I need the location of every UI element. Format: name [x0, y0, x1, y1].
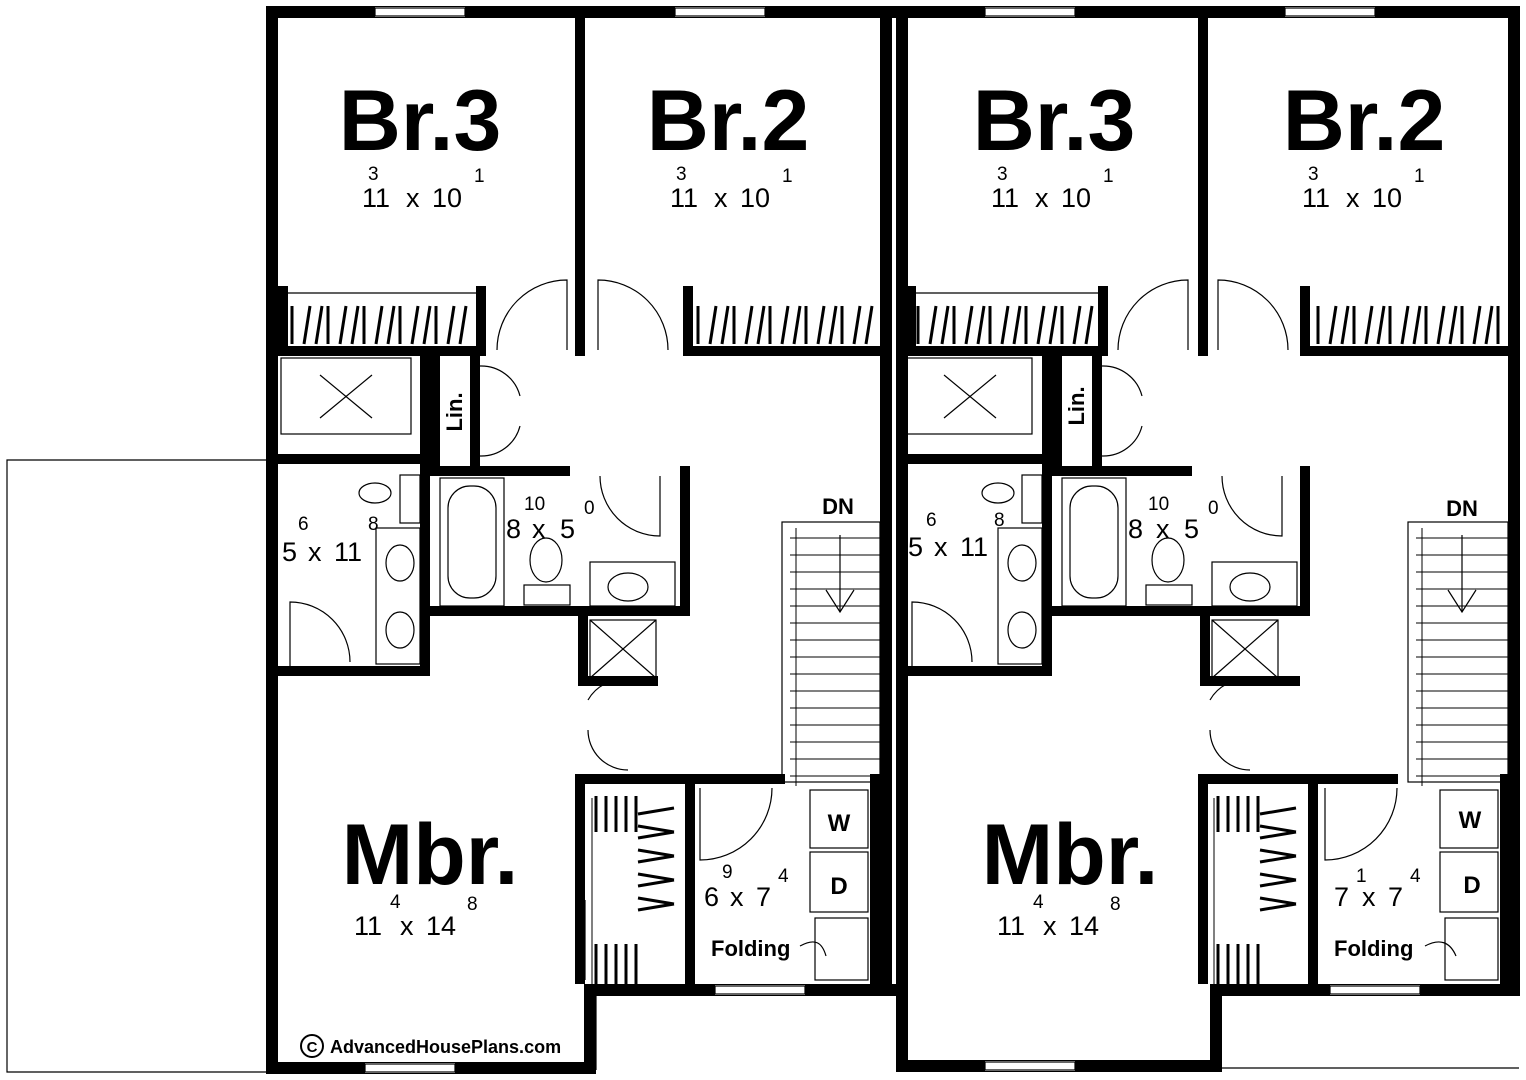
- svg-text:1: 1: [782, 166, 793, 187]
- svg-text:x: x: [1043, 911, 1057, 941]
- svg-text:5: 5: [908, 532, 923, 562]
- dim-bath1: 5 6 x 11 8: [908, 510, 1005, 562]
- svg-text:0: 0: [1208, 498, 1219, 519]
- svg-text:7: 7: [1334, 882, 1349, 912]
- dim-br2: 11 3 x 10 1: [670, 164, 793, 213]
- svg-text:1: 1: [1356, 866, 1367, 887]
- svg-text:10: 10: [740, 183, 770, 213]
- dryer-label: D: [830, 873, 847, 900]
- svg-text:10: 10: [432, 183, 462, 213]
- room-label-mbr: Mbr.: [982, 807, 1159, 903]
- svg-text:11: 11: [997, 911, 1025, 941]
- svg-text:11: 11: [991, 183, 1019, 213]
- unit-right: [896, 6, 1520, 1072]
- svg-text:11: 11: [960, 532, 988, 562]
- stairs-down-label: DN: [822, 494, 854, 519]
- dryer-label: D: [1463, 872, 1480, 899]
- porch-outline: [595, 996, 1519, 1070]
- exterior-wall: [584, 984, 596, 1074]
- svg-text:x: x: [1362, 882, 1376, 912]
- svg-text:11: 11: [354, 911, 382, 941]
- svg-text:5: 5: [560, 514, 575, 544]
- washer-label: W: [828, 810, 851, 837]
- svg-text:8: 8: [994, 510, 1005, 531]
- svg-text:10: 10: [1148, 494, 1169, 515]
- folding-label: Folding: [1334, 936, 1413, 961]
- stairs-down-label: DN: [1446, 496, 1478, 521]
- svg-text:11: 11: [362, 183, 390, 213]
- svg-text:1: 1: [1103, 166, 1114, 187]
- svg-text:3: 3: [368, 164, 379, 185]
- svg-text:3: 3: [676, 164, 687, 185]
- room-label-br2: Br.2: [1283, 73, 1446, 169]
- svg-text:x: x: [1035, 183, 1049, 213]
- room-label-br3: Br.3: [973, 73, 1136, 169]
- copyright-notice: C AdvancedHousePlans.com: [300, 1034, 561, 1058]
- room-label-mbr: Mbr.: [342, 807, 519, 903]
- dim-br3: 11 3 x 10 1: [362, 164, 485, 213]
- svg-text:0: 0: [584, 498, 595, 519]
- dim-mbr: 11 4 x 14 8: [997, 892, 1121, 941]
- svg-text:x: x: [532, 514, 546, 544]
- svg-text:4: 4: [778, 866, 789, 887]
- svg-text:1: 1: [1414, 166, 1425, 187]
- svg-text:8: 8: [1110, 894, 1121, 915]
- svg-text:10: 10: [1061, 183, 1091, 213]
- svg-text:8: 8: [1128, 514, 1143, 544]
- folding-label: Folding: [711, 936, 790, 961]
- svg-text:3: 3: [997, 164, 1008, 185]
- copyright-symbol: C: [307, 1039, 318, 1056]
- svg-text:8: 8: [467, 894, 478, 915]
- svg-text:3: 3: [1308, 164, 1319, 185]
- svg-text:x: x: [406, 183, 420, 213]
- svg-text:10: 10: [524, 494, 545, 515]
- svg-text:6: 6: [926, 510, 937, 531]
- svg-text:4: 4: [1033, 892, 1044, 913]
- dim-mbr: 11 4 x 14 8: [354, 892, 478, 941]
- svg-text:8: 8: [506, 514, 521, 544]
- copyright-text: AdvancedHousePlans.com: [330, 1037, 561, 1057]
- linen-label: Lin.: [442, 392, 467, 431]
- svg-text:5: 5: [282, 537, 297, 567]
- svg-text:11: 11: [670, 183, 698, 213]
- dim-bath1: 5 6 x 11 8: [282, 514, 379, 567]
- dim-laundry: 6 9 x 7 4: [704, 862, 789, 912]
- svg-text:14: 14: [1069, 911, 1099, 941]
- svg-text:5: 5: [1184, 514, 1199, 544]
- dim-br2: 11 3 x 10 1: [1302, 164, 1425, 213]
- room-label-br2: Br.2: [647, 73, 810, 169]
- washer-label: W: [1459, 807, 1482, 834]
- svg-text:x: x: [1156, 514, 1170, 544]
- svg-text:x: x: [714, 183, 728, 213]
- svg-text:11: 11: [334, 537, 362, 567]
- svg-text:8: 8: [368, 514, 379, 535]
- dim-bath2: 8 10 x 5 0: [1128, 494, 1219, 544]
- svg-text:x: x: [400, 911, 414, 941]
- svg-text:4: 4: [1410, 866, 1421, 887]
- svg-text:6: 6: [704, 882, 719, 912]
- svg-text:x: x: [730, 882, 744, 912]
- dim-bath2: 8 10 x 5 0: [506, 494, 595, 544]
- unit-left: [266, 6, 896, 1074]
- dim-laundry: 7 1 x 7 4: [1334, 866, 1421, 912]
- svg-text:4: 4: [390, 892, 401, 913]
- exterior-wall: [266, 6, 278, 1074]
- svg-text:6: 6: [298, 514, 309, 535]
- garage-outline: [6, 459, 268, 1073]
- dim-br3: 11 3 x 10 1: [991, 164, 1114, 213]
- party-wall: [880, 6, 892, 996]
- svg-text:x: x: [308, 537, 322, 567]
- svg-text:x: x: [1346, 183, 1360, 213]
- svg-text:10: 10: [1372, 183, 1402, 213]
- linen-label: Lin.: [1064, 386, 1089, 425]
- svg-text:7: 7: [1388, 882, 1403, 912]
- svg-text:1: 1: [474, 166, 485, 187]
- svg-text:x: x: [934, 532, 948, 562]
- svg-text:9: 9: [722, 862, 733, 883]
- svg-text:7: 7: [756, 882, 771, 912]
- svg-text:14: 14: [426, 911, 456, 941]
- room-label-br3: Br.3: [339, 73, 502, 169]
- svg-text:11: 11: [1302, 183, 1330, 213]
